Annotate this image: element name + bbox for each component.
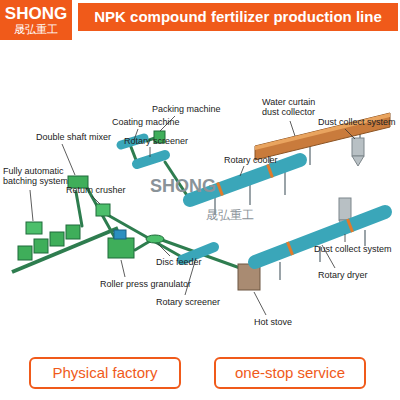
button-outline — [215, 358, 365, 388]
support-pillars — [215, 130, 365, 280]
title: NPK compound fertilizer production line — [94, 9, 382, 26]
callout-label: Rotary screener — [156, 297, 220, 307]
callout-label: Return crusher — [66, 185, 126, 195]
callout-label: Water curtain dust collector — [262, 97, 326, 117]
callout-label: Rotary cooler — [224, 155, 278, 165]
callout-label: Rotary dryer — [318, 270, 368, 280]
callout-label: Packing machine — [152, 104, 221, 114]
leader-lines — [30, 116, 355, 315]
batching-system — [12, 222, 118, 272]
callout-label: Double shaft mixer — [36, 132, 111, 142]
granulator — [108, 230, 134, 258]
disc-feeder — [146, 235, 164, 243]
service-button: Physical factory — [30, 358, 180, 388]
service-button: one-stop service — [215, 358, 365, 388]
button-outline — [30, 358, 180, 388]
dryer-drum — [255, 212, 385, 262]
callout-label: Fully automatic batching system — [3, 166, 75, 186]
callout-label: Coating machine — [112, 117, 180, 127]
node-text: SHONG — [5, 4, 67, 24]
callout-label: Dust collect system — [318, 117, 396, 127]
belt-conveyors — [76, 138, 240, 268]
watermark: 晟弘重工 — [206, 209, 254, 222]
drum-rings — [218, 164, 273, 195]
title-banner — [78, 3, 398, 31]
node-subtext: 晟弘重工 — [14, 23, 58, 36]
callout-label: Rotary screener — [124, 136, 188, 146]
crusher — [96, 204, 110, 216]
callout-label: Disc feeder — [156, 257, 202, 267]
node-text: Physical factory — [52, 364, 157, 381]
callout-label: Dust collect system — [314, 244, 392, 254]
callout-label: Hot stove — [254, 317, 292, 327]
node-text: one-stop service — [235, 364, 345, 381]
watermark: SHONG — [150, 176, 216, 196]
callout-label: Roller press granulator — [100, 279, 191, 289]
logo-box: SHONG晟弘重工 — [0, 0, 73, 40]
logo-ground — [0, 0, 72, 40]
